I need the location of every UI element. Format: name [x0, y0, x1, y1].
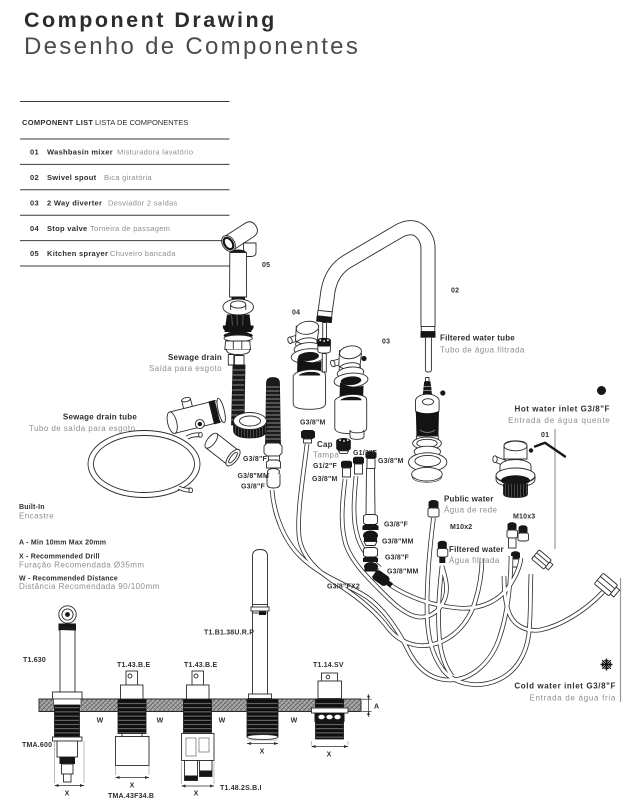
svg-text:X: X — [260, 749, 265, 756]
svg-text:G3/8"MM: G3/8"MM — [387, 569, 419, 576]
svg-text:W - Recommended Distance: W - Recommended Distance — [19, 576, 118, 583]
svg-text:Component Drawing: Component Drawing — [24, 8, 277, 32]
svg-text:02: 02 — [30, 173, 39, 182]
svg-text:01: 01 — [30, 148, 39, 157]
svg-text:Água de rede: Água de rede — [444, 506, 498, 515]
svg-text:M10x2: M10x2 — [450, 524, 472, 531]
svg-text:G3/8"M: G3/8"M — [300, 420, 326, 427]
svg-text:Hot water inlet G3/8"F: Hot water inlet G3/8"F — [515, 405, 610, 414]
svg-text:G3/8"F: G3/8"F — [384, 522, 408, 529]
svg-text:05: 05 — [30, 249, 39, 258]
svg-text:Bica giratória: Bica giratória — [104, 173, 152, 182]
svg-text:Tubo de saída para esgoto: Tubo de saída para esgoto — [29, 424, 136, 433]
svg-text:M10x3: M10x3 — [513, 514, 535, 521]
svg-text:Misturadora lavatório: Misturadora lavatório — [117, 148, 193, 157]
svg-text:Filtered water tube: Filtered water tube — [440, 334, 515, 343]
svg-text:04: 04 — [30, 224, 39, 233]
svg-text:Stop valve: Stop valve — [47, 224, 88, 233]
svg-text:T1.14.SV: T1.14.SV — [313, 662, 344, 669]
svg-text:Sewage drain: Sewage drain — [168, 353, 222, 362]
svg-text:A: A — [374, 704, 379, 711]
svg-text:W: W — [97, 718, 104, 725]
svg-text:T1.B1.38U.R.P: T1.B1.38U.R.P — [204, 630, 254, 637]
svg-text:X: X — [65, 791, 70, 798]
svg-text:Furação Recomendada Ø35mm: Furação Recomendada Ø35mm — [19, 561, 145, 570]
svg-text:Tubo de água filtrada: Tubo de água filtrada — [440, 346, 525, 355]
svg-text:T1.43.B.E: T1.43.B.E — [117, 662, 150, 669]
svg-text:T1.630: T1.630 — [23, 657, 46, 664]
svg-text:G3/8"F: G3/8"F — [241, 484, 265, 491]
svg-text:X: X — [130, 783, 135, 790]
svg-text:Encastre: Encastre — [19, 512, 54, 521]
svg-text:G3/8"FX2: G3/8"FX2 — [327, 584, 360, 591]
svg-text:LISTA DE COMPONENTES: LISTA DE COMPONENTES — [95, 118, 188, 127]
svg-text:01: 01 — [541, 432, 549, 439]
svg-text:G1/2"F: G1/2"F — [353, 450, 377, 457]
svg-text:Água filtrada: Água filtrada — [449, 556, 500, 565]
svg-text:T1.43.B.E: T1.43.B.E — [184, 662, 217, 669]
svg-text:Desviador 2 saídas: Desviador 2 saídas — [108, 198, 178, 207]
svg-text:04: 04 — [292, 310, 300, 317]
svg-text:Tampa: Tampa — [313, 451, 339, 460]
svg-text:TMA.600: TMA.600 — [22, 742, 52, 749]
svg-text:Distância Recomendada 90/100mm: Distância Recomendada 90/100mm — [19, 582, 160, 591]
svg-text:G3/8"F: G3/8"F — [243, 456, 267, 463]
svg-text:Desenho de Componentes: Desenho de Componentes — [24, 33, 360, 60]
svg-text:T1.48.2S.B.I: T1.48.2S.B.I — [220, 785, 262, 792]
svg-text:TMA.43F34.B: TMA.43F34.B — [108, 793, 154, 800]
svg-text:03: 03 — [30, 198, 39, 207]
svg-text:G3/8"M: G3/8"M — [312, 476, 338, 483]
svg-text:W: W — [291, 718, 298, 725]
svg-text:G3/8"MM: G3/8"MM — [382, 539, 414, 546]
svg-text:G3/8"MM: G3/8"MM — [237, 473, 269, 480]
svg-text:05: 05 — [262, 262, 270, 269]
svg-text:Sewage drain tube: Sewage drain tube — [63, 413, 137, 422]
svg-text:COMPONENT LIST: COMPONENT LIST — [22, 118, 93, 127]
svg-text:X - Recommended Drill: X - Recommended Drill — [19, 554, 100, 561]
svg-text:X: X — [194, 791, 199, 798]
svg-text:03: 03 — [382, 339, 390, 346]
svg-text:W: W — [157, 718, 164, 725]
svg-text:Built-In: Built-In — [19, 504, 45, 511]
svg-text:02: 02 — [451, 288, 459, 295]
svg-text:Entrada de água quente: Entrada de água quente — [508, 416, 610, 425]
svg-text:Public water: Public water — [444, 495, 494, 504]
svg-text:Cap: Cap — [317, 440, 333, 449]
svg-text:Swivel spout: Swivel spout — [47, 173, 97, 182]
svg-text:G1/2"F: G1/2"F — [313, 463, 337, 470]
svg-text:G3/8"F: G3/8"F — [385, 555, 409, 562]
svg-text:Cold water inlet G3/8"F: Cold water inlet G3/8"F — [514, 682, 616, 691]
svg-text:A - Min 10mm Max 20mm: A - Min 10mm Max 20mm — [19, 540, 106, 547]
svg-text:Saída para esgoto: Saída para esgoto — [149, 364, 222, 373]
svg-text:Chuveiro bancada: Chuveiro bancada — [110, 249, 176, 258]
svg-text:Filtered water: Filtered water — [449, 545, 504, 554]
svg-text:Entrada de água fria: Entrada de água fria — [530, 694, 617, 703]
svg-text:Washbasin mixer: Washbasin mixer — [47, 148, 113, 157]
svg-text:G3/8"M: G3/8"M — [378, 458, 404, 465]
svg-text:2 Way diverter: 2 Way diverter — [47, 198, 102, 207]
svg-text:Kitchen sprayer: Kitchen sprayer — [47, 249, 108, 258]
svg-text:W: W — [219, 718, 226, 725]
svg-text:X: X — [327, 752, 332, 759]
svg-text:Torneira de passagem: Torneira de passagem — [90, 224, 170, 233]
